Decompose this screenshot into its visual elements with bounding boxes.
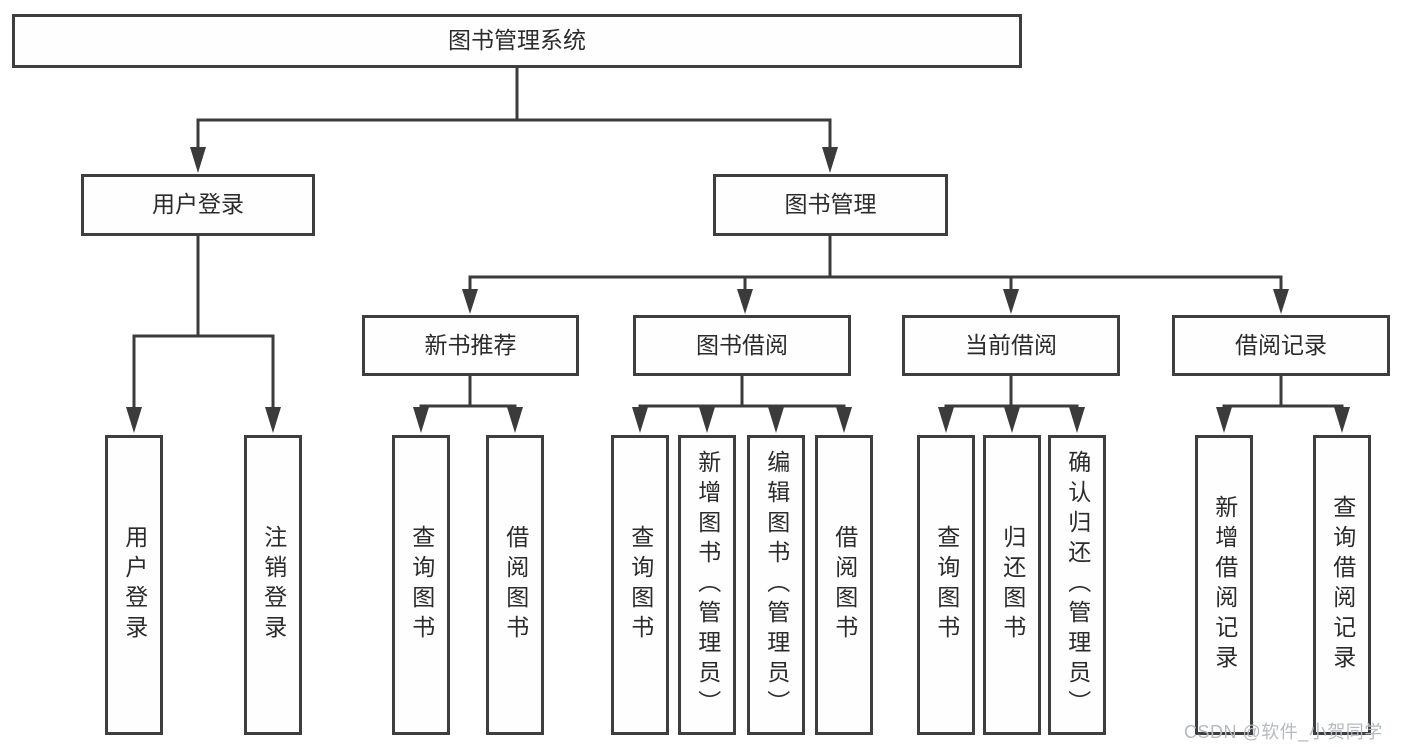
node-borrowing-records: 借阅记录 [1172,315,1390,376]
node-current-borrowing: 当前借阅 [902,315,1120,376]
leaf-records-add-record: 新增借阅记录 [1195,435,1253,735]
leaf-borrow-borrow-books: 借阅图书 [815,435,873,735]
leaf-newbook-query-books: 查询图书 [392,435,450,735]
leaf-current-confirm-return-admin: 确认归还（管理员） [1048,435,1106,735]
leaf-newbook-borrow-books: 借阅图书 [486,435,544,735]
leaf-current-return-books: 归还图书 [983,435,1041,735]
leaf-borrow-query-books: 查询图书 [611,435,669,735]
leaf-borrow-add-books-admin: 新增图书（管理员） [678,435,736,735]
leaf-user-login: 用户登录 [105,435,163,735]
node-user-login-group: 用户登录 [81,174,315,236]
leaf-borrow-edit-books-admin: 编辑图书（管理员） [747,435,805,735]
node-root-system: 图书管理系统 [12,14,1022,68]
csdn-watermark: CSDN @软件_小贺同学 [1184,722,1383,742]
node-new-book-recommend: 新书推荐 [362,315,579,376]
leaf-logout: 注销登录 [244,435,302,735]
leaf-records-query-record: 查询借阅记录 [1313,435,1371,735]
node-book-borrowing: 图书借阅 [633,315,851,376]
node-book-management: 图书管理 [713,174,948,236]
leaf-current-query-books: 查询图书 [917,435,975,735]
